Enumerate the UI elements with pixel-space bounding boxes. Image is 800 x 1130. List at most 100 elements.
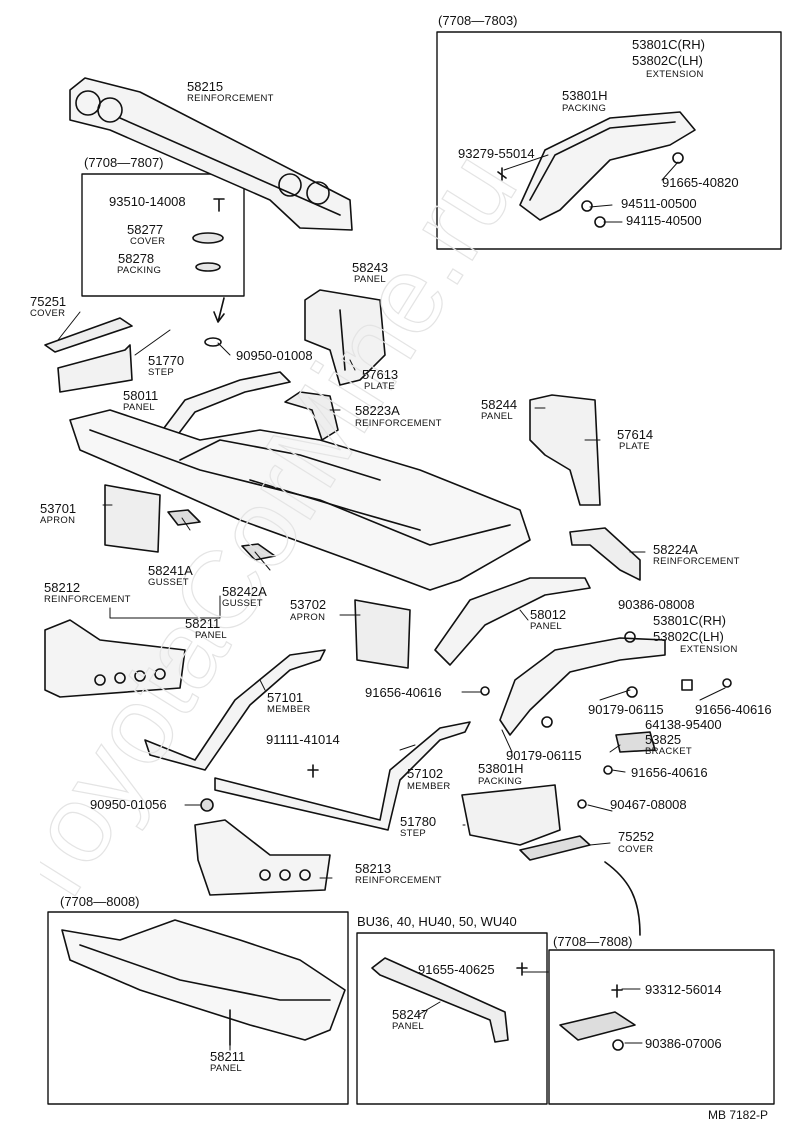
plug-90950-01056 [200, 798, 214, 812]
part-58215-reinforcement [69, 77, 353, 231]
label-58277: 58277 [127, 222, 164, 237]
name-58247: PANEL [392, 1021, 424, 1032]
label-58242a: 58242A [222, 584, 267, 599]
label-51770: 51770 [148, 353, 185, 368]
label-53802c: 53802C(LH) [632, 53, 703, 68]
name-58243: PANEL [354, 274, 386, 285]
name-58224a: REINFORCEMENT [653, 556, 740, 567]
label-91665: 91665-40820 [662, 175, 739, 190]
name-58211: PANEL [195, 630, 227, 641]
label-93510: 93510-14008 [109, 194, 186, 209]
name-57101: MEMBER [267, 704, 311, 715]
part-58277-cover-group [192, 198, 225, 323]
part-75251-cover [44, 317, 133, 393]
label-90386-08008: 90386-08008 [618, 597, 695, 612]
name-57613: PLATE [364, 381, 395, 392]
part-58213-reinforcement [194, 819, 331, 896]
label-90179-b: 90179-06115 [506, 748, 582, 763]
label-58223a: 58223A [355, 403, 400, 418]
name-58012: PANEL [530, 621, 562, 632]
name-58211-lower: PANEL [210, 1063, 242, 1074]
label-53801h-mid: 53801H [478, 761, 524, 776]
part-51780-step [461, 784, 561, 846]
name-58278: PACKING [117, 265, 162, 276]
label-58215: 58215 [187, 79, 224, 94]
name-75251: COVER [30, 308, 66, 319]
name-58223a: REINFORCEMENT [355, 418, 442, 429]
group-label-7708-8008: (7708—8008) [60, 894, 140, 909]
group-label-bu36: BU36, 40, HU40, 50, WU40 [357, 914, 517, 929]
part-7808-cover [559, 984, 636, 1051]
name-58215: REINFORCEMENT [187, 93, 274, 104]
label-53701: 53701 [40, 501, 77, 516]
part-58247-panel [371, 957, 528, 1043]
part-57102-member [214, 721, 471, 831]
name-58213: REINFORCEMENT [355, 875, 442, 886]
label-57614: 57614 [617, 427, 654, 442]
label-91656-a: 91656-40616 [365, 685, 442, 700]
part-58242a-gusset [241, 543, 276, 561]
name-57614: PLATE [619, 441, 650, 452]
label-58213: 58213 [355, 861, 392, 876]
label-90386-07006: 90386-07006 [645, 1036, 722, 1051]
label-57102: 57102 [407, 766, 444, 781]
label-94511: 94511-00500 [621, 196, 697, 211]
name-58242a: GUSSET [222, 598, 263, 609]
label-53802c-mid: 53802C(LH) [653, 629, 724, 644]
name-packing: PACKING [562, 103, 607, 114]
part-53801c-extension-mid [480, 631, 732, 775]
label-94115: 94115-40500 [626, 213, 702, 228]
diagram-code: MB 7182-P [708, 1108, 769, 1122]
part-58212-reinforcement [44, 619, 186, 698]
label-58278: 58278 [118, 251, 155, 266]
label-58224a: 58224A [653, 542, 698, 557]
name-58277: COVER [130, 236, 166, 247]
label-58241a: 58241A [148, 563, 193, 578]
group-label-7708-7803: (7708—7803) [438, 13, 518, 28]
name-extension: EXTENSION [646, 69, 704, 80]
label-64138: 64138-95400 [645, 717, 722, 732]
label-57613: 57613 [362, 367, 399, 382]
label-75252: 75252 [618, 829, 655, 844]
part-58241a-gusset [167, 509, 201, 526]
part-53701-apron [104, 484, 161, 553]
label-58211: 58211 [185, 616, 221, 631]
name-57102: MEMBER [407, 781, 451, 792]
label-90950-01008: 90950-01008 [236, 348, 313, 363]
part-58244-panel [529, 394, 601, 506]
label-53825: 53825 [645, 732, 682, 747]
name-58241a: GUSSET [148, 577, 189, 588]
group-label-7708-7807: (7708—7807) [84, 155, 164, 170]
label-75251: 75251 [30, 294, 67, 309]
label-51780: 51780 [400, 814, 437, 829]
bolt-90467-08008 [577, 799, 587, 809]
group-box-bu36 [356, 932, 548, 1105]
label-91656-b: 91656-40616 [695, 702, 772, 717]
part-58211-floor-lower [61, 919, 346, 1046]
name-51780: STEP [400, 828, 427, 839]
label-58211-lower: 58211 [210, 1049, 246, 1064]
name-extension-mid: EXTENSION [680, 644, 738, 655]
label-58012: 58012 [530, 607, 567, 622]
name-58244: PANEL [481, 411, 513, 422]
label-93279: 93279-55014 [458, 146, 535, 161]
group-box-7708-7808 [548, 949, 775, 1105]
label-57101: 57101 [267, 690, 304, 705]
label-53801c: 53801C(RH) [632, 37, 705, 52]
label-53702: 53702 [290, 597, 327, 612]
label-58212: 58212 [44, 580, 81, 595]
name-53701: APRON [40, 515, 76, 526]
name-58212: REINFORCEMENT [44, 594, 131, 605]
label-90179-a: 90179-06115 [588, 702, 664, 717]
group-box-7708-8008 [47, 911, 349, 1105]
name-51770: STEP [148, 367, 175, 378]
name-53702: APRON [290, 612, 326, 623]
label-91655: 91655-40625 [418, 962, 495, 977]
label-58243: 58243 [352, 260, 389, 275]
part-58223a-reinforcement [284, 391, 339, 441]
name-packing-mid: PACKING [478, 776, 523, 787]
part-57101-member [144, 649, 326, 771]
label-58011: 58011 [123, 388, 159, 403]
label-53801h: 53801H [562, 88, 608, 103]
